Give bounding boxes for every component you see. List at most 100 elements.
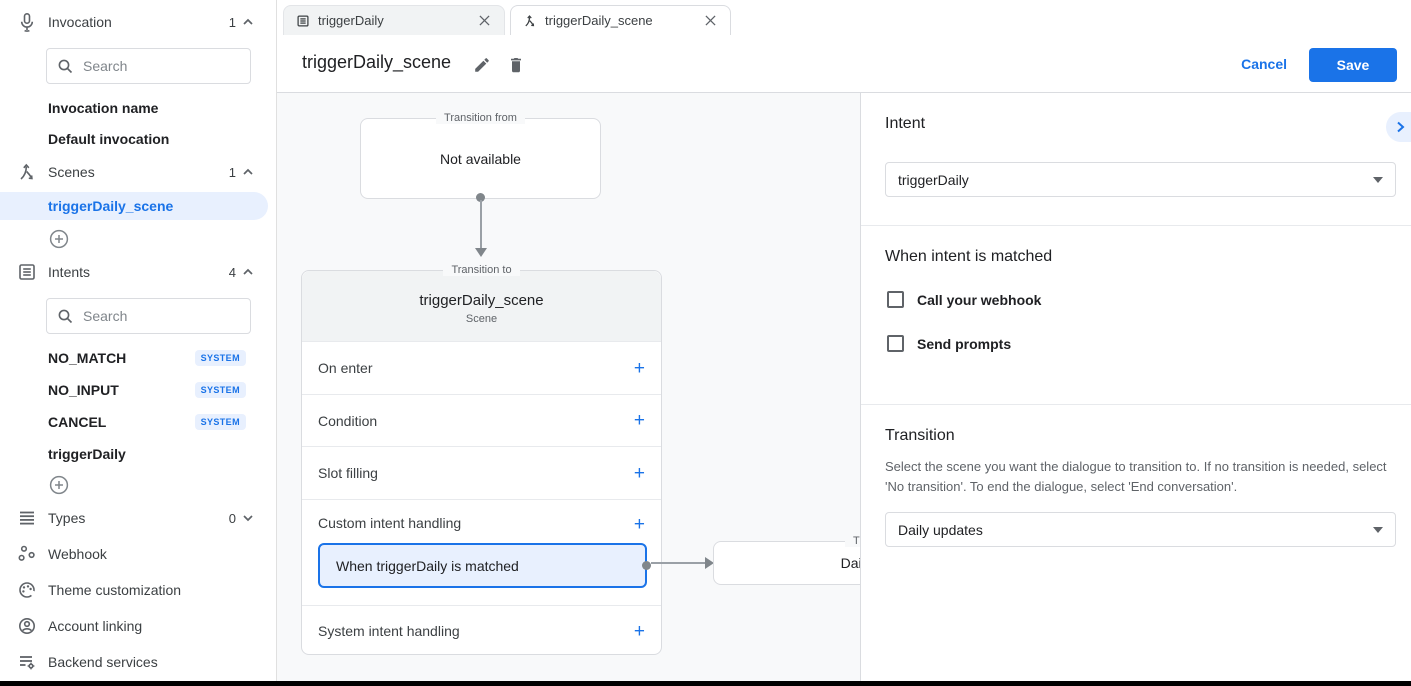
tab-bar: triggerDaily triggerDaily_scene bbox=[277, 0, 1411, 35]
chevron-up-icon[interactable] bbox=[240, 14, 256, 30]
sidebar-item-theme-customization[interactable]: Theme customization bbox=[0, 578, 276, 602]
chevron-up-icon[interactable] bbox=[240, 164, 256, 180]
close-icon[interactable] bbox=[702, 13, 718, 29]
search-icon bbox=[57, 58, 73, 74]
chevron-up-icon[interactable] bbox=[240, 264, 256, 280]
section-label: Invocation bbox=[48, 14, 112, 30]
transition-from-value: Not available bbox=[440, 151, 521, 167]
row-condition[interactable]: Condition + bbox=[302, 394, 661, 446]
transition-target-value: Daily updates bbox=[840, 555, 860, 571]
sidebar-section-types[interactable]: Types 0 bbox=[0, 506, 276, 530]
connector-dot bbox=[476, 193, 485, 202]
system-badge: SYSTEM bbox=[194, 414, 246, 430]
transition-select-value: Daily updates bbox=[898, 521, 983, 538]
checkbox-label: Call your webhook bbox=[917, 291, 1042, 308]
search-icon bbox=[57, 308, 73, 324]
section-count: 0 bbox=[228, 510, 236, 526]
transition-target-box[interactable]: Transition to Daily updates bbox=[713, 535, 860, 585]
sidebar-section-scenes[interactable]: Scenes 1 bbox=[0, 160, 276, 184]
search-input[interactable] bbox=[81, 307, 240, 325]
scene-item-label: triggerDaily_scene bbox=[48, 198, 174, 214]
sidebar-item-no-match[interactable]: NO_MATCH SYSTEM bbox=[0, 346, 276, 370]
account-icon bbox=[17, 616, 37, 636]
section-label: Scenes bbox=[48, 164, 95, 180]
row-on-enter[interactable]: On enter + bbox=[302, 341, 661, 394]
row-custom-intent-handling[interactable]: Custom intent handling + When triggerDai… bbox=[302, 499, 661, 605]
transition-select[interactable]: Daily updates bbox=[885, 512, 1396, 547]
sidebar-item-no-input[interactable]: NO_INPUT SYSTEM bbox=[0, 378, 276, 402]
sidebar-item-backend-services[interactable]: Backend services bbox=[0, 650, 276, 674]
cancel-button[interactable]: Cancel bbox=[1241, 56, 1287, 72]
scene-card-header: triggerDaily_scene Scene bbox=[302, 271, 661, 341]
intent-details-panel: Intent triggerDaily When intent is match… bbox=[860, 93, 1411, 681]
add-custom-intent-button[interactable]: + bbox=[633, 514, 645, 535]
scene-card: Transition to triggerDaily_scene Scene O… bbox=[301, 264, 662, 656]
sidebar-item-invocation-name[interactable]: Invocation name bbox=[48, 100, 159, 116]
checkbox-row-prompts: Send prompts bbox=[887, 335, 1011, 352]
send-prompts-checkbox[interactable] bbox=[887, 335, 904, 352]
system-badge: SYSTEM bbox=[194, 382, 246, 398]
bottom-edge-bar bbox=[0, 681, 1411, 686]
palette-icon bbox=[17, 580, 37, 600]
scene-header: triggerDaily_scene Cancel Save bbox=[277, 35, 1411, 93]
row-slot-filling[interactable]: Slot filling + bbox=[302, 446, 661, 499]
section-label: Types bbox=[48, 510, 86, 526]
sidebar-item-webhook[interactable]: Webhook bbox=[0, 542, 276, 566]
sidebar-item-cancel-intent[interactable]: CANCEL SYSTEM bbox=[0, 410, 276, 434]
add-scene-button[interactable] bbox=[49, 229, 69, 249]
intent-tab-icon bbox=[296, 14, 310, 28]
sidebar-item-triggerdaily-intent[interactable]: triggerDaily bbox=[48, 446, 126, 462]
add-intent-button[interactable] bbox=[49, 475, 69, 495]
checkbox-label: Send prompts bbox=[917, 335, 1012, 352]
invocation-search[interactable] bbox=[46, 48, 251, 84]
edit-icon[interactable] bbox=[471, 54, 493, 76]
add-slot-filling-button[interactable]: + bbox=[633, 462, 645, 484]
section-count: 1 bbox=[228, 164, 236, 180]
sidebar-section-invocation[interactable]: Invocation 1 bbox=[0, 10, 276, 34]
divider bbox=[861, 404, 1411, 405]
checkbox-row-webhook: Call your webhook bbox=[887, 291, 1041, 308]
chevron-down-icon[interactable] bbox=[240, 510, 256, 526]
tab-triggerdaily[interactable]: triggerDaily bbox=[283, 5, 505, 35]
transition-arrowhead bbox=[705, 557, 714, 569]
matched-heading: When intent is matched bbox=[885, 248, 1053, 265]
transition-arrow-line bbox=[651, 562, 707, 564]
search-input[interactable] bbox=[81, 57, 240, 75]
sidebar-item-account-linking[interactable]: Account linking bbox=[0, 614, 276, 638]
close-icon[interactable] bbox=[476, 13, 492, 29]
tab-label: triggerDaily bbox=[318, 13, 384, 28]
connector-line bbox=[480, 200, 482, 248]
sidebar-section-intents[interactable]: Intents 4 bbox=[0, 260, 276, 284]
chevron-right-icon bbox=[1396, 121, 1404, 133]
save-button[interactable]: Save bbox=[1309, 48, 1397, 82]
system-badge: SYSTEM bbox=[194, 350, 246, 366]
transition-heading: Transition bbox=[885, 427, 955, 444]
transition-description: Select the scene you want the dialogue t… bbox=[885, 459, 1387, 494]
intent-heading: Intent bbox=[885, 115, 926, 132]
scene-diagram-canvas: Transition from Not available Transition… bbox=[277, 93, 860, 681]
sidebar: Invocation 1 Invocation name Default inv… bbox=[0, 0, 277, 681]
add-condition-button[interactable]: + bbox=[633, 410, 645, 431]
call-webhook-checkbox[interactable] bbox=[887, 291, 904, 308]
sidebar-item-default-invocation[interactable]: Default invocation bbox=[48, 131, 170, 147]
row-system-intent-handling[interactable]: System intent handling + bbox=[302, 605, 661, 656]
tab-triggerdaily-scene[interactable]: triggerDaily_scene bbox=[510, 5, 731, 35]
intents-search[interactable] bbox=[46, 298, 251, 334]
add-on-enter-button[interactable]: + bbox=[633, 357, 645, 379]
add-system-intent-button[interactable]: + bbox=[633, 620, 645, 642]
connector-arrowhead bbox=[475, 248, 487, 257]
scene-tab-icon bbox=[523, 14, 537, 28]
intent-handler-node-selected[interactable]: When triggerDaily is matched bbox=[318, 543, 651, 588]
collapse-panel-button[interactable] bbox=[1386, 112, 1411, 142]
intent-select[interactable]: triggerDaily bbox=[885, 162, 1396, 197]
backend-services-icon bbox=[17, 652, 37, 672]
tab-label: triggerDaily_scene bbox=[545, 13, 653, 28]
sidebar-item-triggerdaily-scene[interactable]: triggerDaily_scene bbox=[0, 192, 268, 220]
scenes-fork-icon bbox=[17, 162, 37, 182]
delete-icon[interactable] bbox=[505, 54, 527, 76]
microphone-icon bbox=[17, 12, 37, 32]
intent-select-value: triggerDaily bbox=[898, 171, 969, 188]
section-count: 1 bbox=[228, 14, 236, 30]
section-label: Intents bbox=[48, 264, 91, 280]
page-title: triggerDaily_scene bbox=[302, 52, 452, 72]
